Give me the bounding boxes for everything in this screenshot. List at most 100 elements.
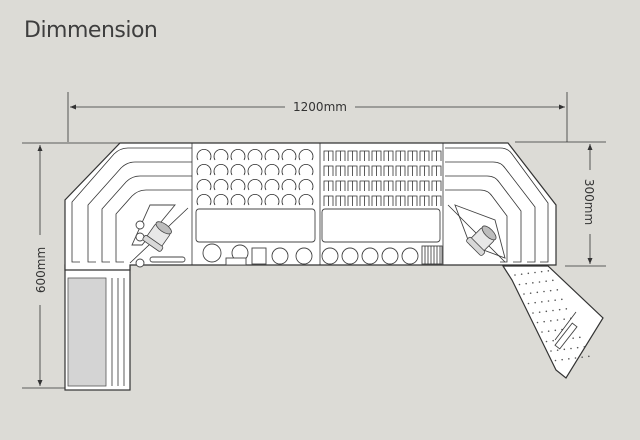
glass-slot bbox=[298, 193, 314, 206]
bottle-slot bbox=[335, 165, 346, 176]
tray-dot bbox=[520, 273, 523, 275]
tray-dot bbox=[527, 272, 530, 275]
main-bar-body bbox=[64, 142, 557, 271]
bottle-slot bbox=[383, 195, 394, 206]
bottle-slot bbox=[359, 150, 370, 161]
glass-slot bbox=[196, 178, 212, 191]
tray-dot bbox=[543, 290, 545, 293]
tray-dot bbox=[536, 291, 539, 294]
bottle-slot bbox=[419, 150, 430, 161]
bottle-slot bbox=[395, 180, 406, 191]
tray-dot bbox=[561, 358, 563, 361]
tray-dot bbox=[554, 359, 557, 362]
faucet-left-icon bbox=[142, 221, 172, 252]
bottle-slot bbox=[383, 165, 394, 176]
tray-dot bbox=[581, 356, 583, 358]
ice-well-left bbox=[195, 208, 316, 243]
tray-dot bbox=[554, 299, 556, 301]
tray-dot bbox=[540, 270, 543, 273]
bottle-slot bbox=[371, 165, 382, 176]
bottle-slot bbox=[347, 150, 358, 161]
width-label: 1200mm bbox=[293, 100, 347, 114]
tray-dot bbox=[547, 300, 550, 302]
glass-slot bbox=[264, 178, 280, 191]
bottle-slot bbox=[407, 150, 418, 161]
bottle-slot bbox=[407, 165, 418, 176]
tray-dot bbox=[552, 279, 554, 282]
tray-dot bbox=[543, 320, 545, 323]
tray-dot bbox=[550, 350, 552, 352]
bottle-slot bbox=[395, 165, 406, 176]
tray-dot bbox=[545, 340, 548, 343]
glass-slot bbox=[247, 178, 263, 191]
glass-slot bbox=[264, 163, 280, 176]
bottle-slot bbox=[335, 150, 346, 161]
tray-dot bbox=[583, 346, 586, 348]
tray-slot bbox=[225, 257, 247, 266]
bottle-slot bbox=[323, 195, 334, 206]
tray-dot bbox=[572, 337, 574, 339]
tray-dot bbox=[518, 283, 521, 286]
tray-dot bbox=[550, 320, 552, 322]
tray-dot bbox=[527, 302, 530, 305]
glass-slot bbox=[213, 163, 229, 176]
glass-slot bbox=[247, 193, 263, 206]
tray-dot bbox=[541, 331, 543, 333]
glass-slot bbox=[298, 178, 314, 191]
tray-dot bbox=[574, 357, 577, 359]
bottle-slot bbox=[395, 150, 406, 161]
right-depth-label: 300mm bbox=[582, 179, 596, 225]
bottle-slot bbox=[323, 180, 334, 191]
tray-dot bbox=[552, 339, 554, 342]
glass-slot bbox=[213, 148, 229, 161]
tray-dot bbox=[558, 308, 561, 311]
bottle-well bbox=[295, 247, 313, 265]
glass-slot bbox=[247, 163, 263, 176]
glass-slot bbox=[298, 148, 314, 161]
bottle-slot bbox=[407, 195, 418, 206]
tray-dot bbox=[556, 289, 559, 291]
bottle-slot bbox=[359, 165, 370, 176]
bottle-slot bbox=[407, 180, 418, 191]
bottle-slot bbox=[371, 150, 382, 161]
tray-dot bbox=[549, 289, 552, 292]
bottle-slot bbox=[335, 195, 346, 206]
tray-dot bbox=[554, 329, 557, 332]
tray-dot bbox=[552, 309, 554, 312]
glass-slot bbox=[264, 148, 280, 161]
tray-slot bbox=[251, 247, 267, 265]
tray-dot bbox=[556, 319, 559, 321]
bottle-slot bbox=[371, 195, 382, 206]
tray-dot bbox=[545, 280, 547, 282]
tray-dot bbox=[563, 318, 565, 320]
tray-dot bbox=[588, 355, 590, 358]
glass-slot bbox=[281, 163, 297, 176]
tray-dot bbox=[563, 348, 566, 351]
grille bbox=[421, 245, 443, 265]
bottle-well bbox=[381, 247, 399, 265]
tray-dot bbox=[545, 310, 548, 313]
glass-slot bbox=[281, 178, 297, 191]
tray-dot bbox=[532, 312, 534, 314]
tray-dot bbox=[534, 301, 536, 304]
bottle-slot bbox=[347, 195, 358, 206]
tray-dot bbox=[547, 270, 550, 272]
bottle-slot bbox=[383, 150, 394, 161]
glass-rack-left bbox=[196, 148, 314, 206]
tray-dot bbox=[514, 274, 516, 276]
bottle-slot bbox=[431, 195, 442, 206]
tray-dot bbox=[556, 349, 559, 351]
bottle-well bbox=[202, 243, 222, 263]
right-tray bbox=[501, 265, 604, 379]
bottle-slot bbox=[419, 165, 430, 176]
bottle-slot bbox=[431, 180, 442, 191]
bottle-slot bbox=[383, 180, 394, 191]
glass-slot bbox=[196, 148, 212, 161]
bottle-slot bbox=[431, 165, 442, 176]
bottle-slot bbox=[323, 165, 334, 176]
tray-dot bbox=[536, 321, 539, 324]
glass-slot bbox=[281, 148, 297, 161]
glass-slot bbox=[230, 178, 246, 191]
bottle-well bbox=[321, 247, 339, 265]
